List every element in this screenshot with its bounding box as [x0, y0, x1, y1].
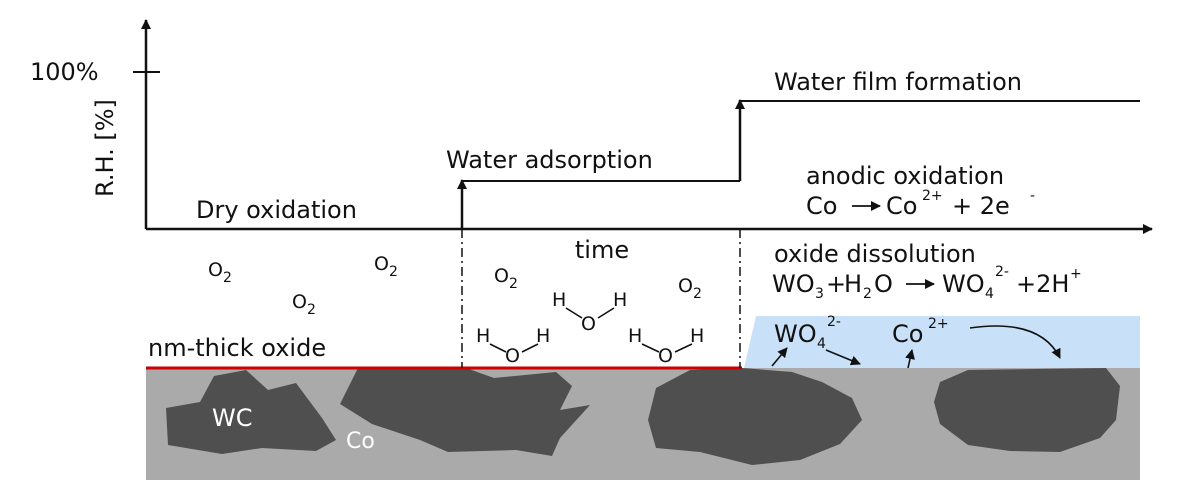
svg-text:H: H: [476, 325, 490, 347]
ion-wo4: WO: [774, 320, 817, 348]
phase-water-film: Water film formation: [774, 68, 1022, 96]
svg-text:H: H: [552, 289, 566, 311]
oxide-dissolution-title: oxide dissolution: [774, 240, 976, 268]
svg-text:O: O: [505, 345, 520, 367]
ion-arrow: [771, 347, 788, 367]
svg-text:O: O: [494, 265, 509, 287]
ion-wo4-sub: 4: [817, 336, 826, 352]
oxide-layer-label: nm-thick oxide: [148, 334, 326, 362]
ion-arrow: [905, 349, 915, 369]
wc-grain: [934, 368, 1120, 452]
anodic-co-product: Co: [886, 192, 917, 220]
ion-transport-arrow: [969, 325, 1061, 359]
dissolution-plus: +: [826, 270, 846, 298]
dissolution-wo3: WO: [772, 270, 815, 298]
svg-text:O: O: [292, 291, 307, 313]
co-label: Co: [346, 429, 375, 454]
svg-text:O: O: [208, 259, 223, 281]
svg-text:H: H: [628, 325, 642, 347]
anodic-co-charge: 2+: [922, 188, 943, 204]
dissolution-h2o-h: H: [844, 270, 862, 298]
y-tick-label: 100%: [30, 58, 99, 86]
phase-dry-oxidation: Dry oxidation: [196, 196, 357, 224]
ion-co: Co: [892, 320, 923, 348]
x-axis-label: time: [575, 236, 629, 264]
dissolution-wo3-sub: 3: [815, 286, 824, 302]
dissolution-hydrogen-charge: +: [1070, 266, 1082, 282]
wc-grain: [166, 370, 336, 454]
water-film: [744, 316, 1140, 368]
svg-text:O: O: [658, 345, 673, 367]
h2o-molecule: H H O: [628, 325, 704, 367]
dissolution-h2o-sub: 2: [863, 286, 872, 302]
svg-text:O: O: [581, 313, 596, 335]
svg-text:O: O: [374, 253, 389, 275]
anodic-electrons: + 2e: [952, 192, 1010, 220]
svg-text:H: H: [690, 325, 704, 347]
anodic-electron-charge: -: [1030, 188, 1035, 204]
wc-grain: [648, 368, 862, 465]
wc-label: WC: [212, 404, 253, 432]
dissolution-h2o-o: O: [874, 270, 893, 298]
y-axis-label: R.H. [%]: [91, 99, 119, 197]
svg-text:2: 2: [509, 276, 518, 292]
dissolution-hydrogen: +2H: [1016, 270, 1069, 298]
svg-text:2: 2: [693, 286, 702, 302]
anodic-co-reactant: Co: [806, 192, 837, 220]
ion-arrow: [825, 349, 861, 366]
dissolution-wo4-charge: 2-: [995, 264, 1009, 280]
svg-text:2: 2: [223, 270, 232, 286]
h2o-molecule: H H O: [476, 325, 550, 367]
wc-grain: [340, 368, 590, 456]
svg-text:2: 2: [307, 302, 316, 318]
h2o-molecule: H H O: [552, 289, 627, 335]
ion-wo4-charge: 2-: [827, 314, 841, 330]
svg-text:O: O: [678, 275, 693, 297]
svg-text:2: 2: [389, 264, 398, 280]
dissolution-wo4-sub: 4: [985, 286, 994, 302]
svg-text:H: H: [613, 289, 627, 311]
anodic-oxidation-title: anodic oxidation: [806, 162, 1004, 190]
phase-water-adsorption: Water adsorption: [446, 146, 653, 174]
svg-text:H: H: [536, 325, 550, 347]
dissolution-wo4: WO: [942, 270, 985, 298]
ion-co-charge: 2+: [928, 316, 949, 332]
